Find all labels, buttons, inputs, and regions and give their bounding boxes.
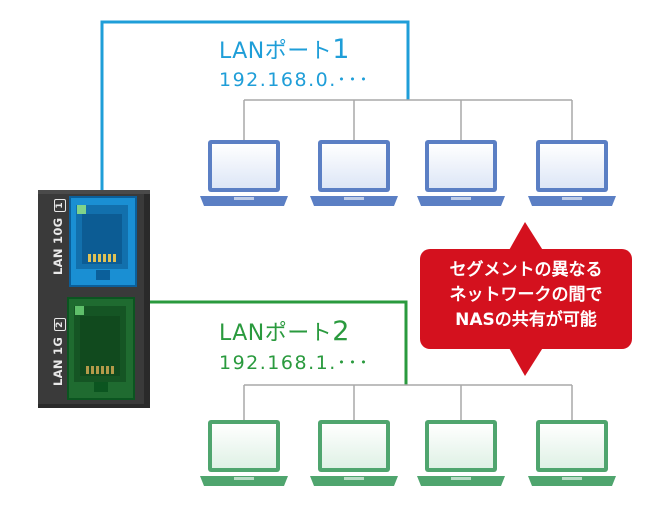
lan1-pc-icon-2 bbox=[310, 140, 398, 206]
callout-bubble bbox=[420, 222, 632, 376]
lan2-cable bbox=[134, 300, 408, 385]
callout-text: セグメントの異なる ネットワークの間で NASの共有が可能 bbox=[424, 258, 628, 333]
lan1-title-number: 1 bbox=[332, 34, 350, 65]
lan1-title: LANポート1 bbox=[219, 33, 350, 65]
lan1-pc-icon-1 bbox=[200, 140, 288, 206]
lan2-pc-icon-3 bbox=[417, 420, 505, 486]
lan1-tree bbox=[243, 99, 573, 140]
lan1-cable bbox=[100, 20, 410, 200]
callout-line-2: ネットワークの間で bbox=[449, 285, 603, 305]
lan2-title-text: LANポート bbox=[219, 321, 333, 346]
lan-1g-label-text: LAN 1G bbox=[51, 336, 65, 386]
lan2-tree bbox=[243, 384, 573, 420]
lan-10g-label: LAN 10G 1 bbox=[51, 199, 66, 275]
lan2-title-number: 2 bbox=[332, 316, 350, 347]
lan1-ip: 192.168.0.･･･ bbox=[219, 69, 370, 91]
lan-1g-label: LAN 1G 2 bbox=[51, 318, 66, 386]
lan-1g-badge: 2 bbox=[54, 318, 66, 331]
lan-1g-port bbox=[67, 297, 135, 400]
lan2-ip: 192.168.1.･･･ bbox=[219, 352, 370, 374]
lan1-title-text: LANポート bbox=[219, 39, 333, 64]
lan1-pc-icon-4 bbox=[528, 140, 616, 206]
lan2-title: LANポート2 bbox=[219, 315, 350, 347]
callout-line-1: セグメントの異なる bbox=[449, 260, 603, 280]
callout-line-3: NASの共有が可能 bbox=[455, 310, 597, 330]
lan-10g-port bbox=[69, 196, 137, 287]
lan-10g-badge: 1 bbox=[54, 199, 66, 212]
lan-10g-label-text: LAN 10G bbox=[51, 217, 65, 275]
lan2-pc-icon-2 bbox=[310, 420, 398, 486]
lan2-pc-icon-1 bbox=[200, 420, 288, 486]
lan2-pc-icon-4 bbox=[528, 420, 616, 486]
lan1-pc-icon-3 bbox=[417, 140, 505, 206]
